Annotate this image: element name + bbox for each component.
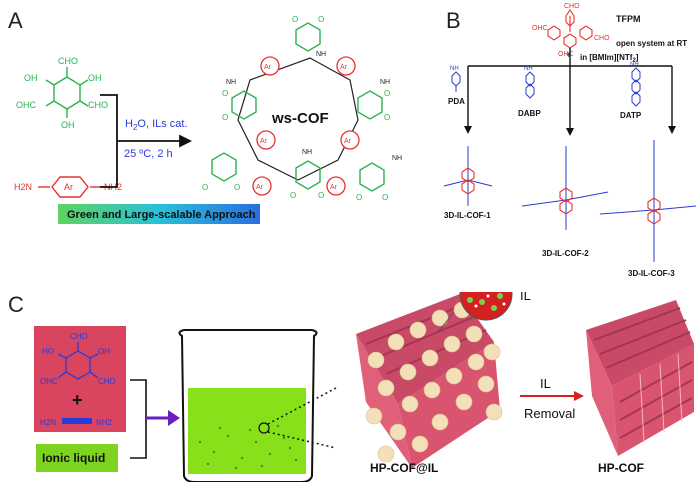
ar-ring-label: Ar	[256, 184, 264, 191]
c-oh: OH	[98, 347, 110, 356]
condition-line1: open system at RT	[616, 39, 687, 48]
svg-text:O: O	[356, 193, 362, 202]
tfpm-cho: CHO	[564, 3, 580, 10]
panel-b-letter: B	[446, 8, 461, 33]
pda-nh2: NH	[450, 66, 459, 72]
ar-rings	[252, 56, 360, 196]
ald-bl-ohc: OHC	[16, 100, 37, 110]
amine-name-pda: PDA	[448, 97, 465, 106]
removal-label: Removal	[524, 406, 575, 421]
svg-text:O: O	[202, 183, 208, 192]
condition-line2: in [BMIm][NTf2]	[580, 53, 639, 64]
cof-structure-2	[521, 146, 609, 230]
monomer-structure	[57, 342, 99, 380]
c-linker-bar	[62, 418, 92, 424]
hp-cof-block	[586, 300, 694, 456]
panel-c-scheme: CHO HO OH OHC CHO + H2N NH2 Ionic liquid	[34, 292, 694, 482]
svg-text:O: O	[384, 89, 390, 98]
reaction-bracket	[100, 94, 193, 188]
amine-name-datp: DATP	[620, 111, 642, 120]
nh-label: NH	[316, 51, 326, 58]
ws-cof-label: ws-COF	[271, 110, 329, 127]
amine-linkers	[451, 67, 641, 107]
green-carbonyls: O O O O O O O O O O O O	[202, 15, 390, 202]
ar-ring-label: Ar	[264, 64, 272, 71]
il-zoom-bubble	[437, 292, 513, 333]
svg-text:O: O	[222, 89, 228, 98]
c-nh2: NH2	[96, 418, 113, 427]
conditions-line1: H2O, ILs cat.	[125, 118, 188, 132]
ald-top-cho: CHO	[58, 56, 78, 66]
removal-arrow-head	[574, 391, 584, 401]
tfpm-monomer	[547, 9, 593, 49]
svg-text:O: O	[290, 191, 296, 200]
panel-c-letter: C	[8, 292, 24, 317]
monomer-box	[34, 326, 126, 432]
svg-text:O: O	[382, 193, 388, 202]
nh-label: NH	[380, 79, 390, 86]
zoom-lines	[267, 387, 337, 449]
cof-structure-1	[443, 146, 493, 206]
tfpm-ohc: OHC	[532, 25, 548, 32]
datp-nh2: NH	[630, 62, 639, 68]
ald-right-oh: OH	[88, 73, 102, 83]
amine-h2n: H2N	[14, 182, 32, 192]
branch-arrows	[467, 48, 673, 130]
c-h2n: H2N	[40, 418, 56, 427]
removal-il: IL	[540, 376, 551, 391]
ar-ring-label: Ar	[344, 138, 352, 145]
c-cho-right: CHO	[98, 377, 116, 386]
panel-a-letter: A	[8, 8, 23, 33]
dabp-nh2: NH	[524, 66, 533, 72]
nh-label: NH	[226, 79, 236, 86]
ionic-liquid-box	[36, 444, 118, 472]
ws-cof-framework	[237, 57, 359, 181]
svg-text:O: O	[318, 15, 324, 24]
nh-label: NH	[392, 155, 402, 162]
ald-left-oh: OH	[24, 73, 38, 83]
amine-ar: Ar	[64, 182, 73, 192]
hp-cof-il-block	[356, 294, 503, 468]
svg-text:O: O	[384, 113, 390, 122]
product-3d-il-cof-2: 3D-IL-COF-2	[542, 249, 589, 258]
c-bracket	[130, 379, 147, 459]
product-3d-il-cof-1: 3D-IL-COF-1	[444, 211, 491, 220]
beaker	[178, 329, 318, 482]
svg-text:O: O	[292, 15, 298, 24]
plus-sign: +	[566, 50, 571, 60]
c-ohc: OHC	[40, 377, 58, 386]
c-ho: HO	[42, 347, 54, 356]
svg-text:O: O	[222, 113, 228, 122]
c-cho: CHO	[70, 332, 88, 341]
ar-ring-label: Ar	[330, 184, 338, 191]
panel-a-scheme: CHO OH OH OHC CHO OH H2N Ar NH2 H2O, ILs…	[14, 15, 402, 224]
green-cores	[211, 22, 385, 192]
hp-cof-label: HP-COF	[598, 461, 644, 475]
ald-bottom-oh: OH	[61, 120, 75, 130]
svg-text:O: O	[234, 183, 240, 192]
hp-cof-il-label: HP-COF@IL	[370, 461, 438, 475]
ald-br-cho: CHO	[88, 100, 108, 110]
purple-arrow-head	[168, 410, 180, 426]
il-bubble-label: IL	[520, 292, 531, 303]
ar-ring-label: Ar	[340, 64, 348, 71]
green-approach-banner: Green and Large-scalable Approach	[67, 209, 256, 221]
aldehyde-monomer	[45, 67, 89, 118]
amine-name-dabp: DABP	[518, 109, 541, 118]
tfpm-ohc: OHC	[558, 51, 574, 58]
tfpm-cho: CHO	[594, 35, 610, 42]
svg-text:O: O	[318, 191, 324, 200]
cof-structure-3	[599, 140, 697, 262]
c-plus: +	[72, 390, 83, 410]
ionic-liquid-label: Ionic liquid	[42, 451, 105, 465]
conditions-line2: 25 ºC, 2 h	[124, 148, 173, 160]
product-3d-il-cof-3: 3D-IL-COF-3	[628, 269, 675, 278]
panel-b-scheme: CHO OHC CHO OHC TFPM open system at RT +…	[443, 3, 697, 278]
ar-ring-label: Ar	[260, 138, 268, 145]
tfpm-label: TFPM	[616, 14, 641, 24]
nh-label: NH	[302, 149, 312, 156]
banner-background	[58, 204, 260, 224]
